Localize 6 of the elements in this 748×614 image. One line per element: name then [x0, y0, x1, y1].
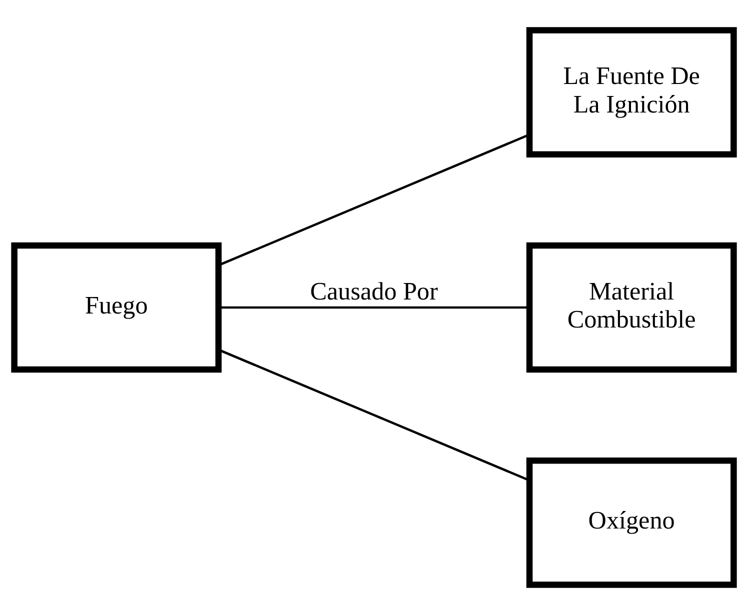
connector	[218, 306, 530, 308]
node-box: Material Combustible	[526, 242, 737, 372]
node-box: Oxígeno	[526, 457, 737, 588]
node-box: La Fuente De La Ignición	[526, 26, 737, 157]
edge-label: Causado Por	[310, 278, 438, 305]
node-box: Fuego	[11, 242, 222, 372]
